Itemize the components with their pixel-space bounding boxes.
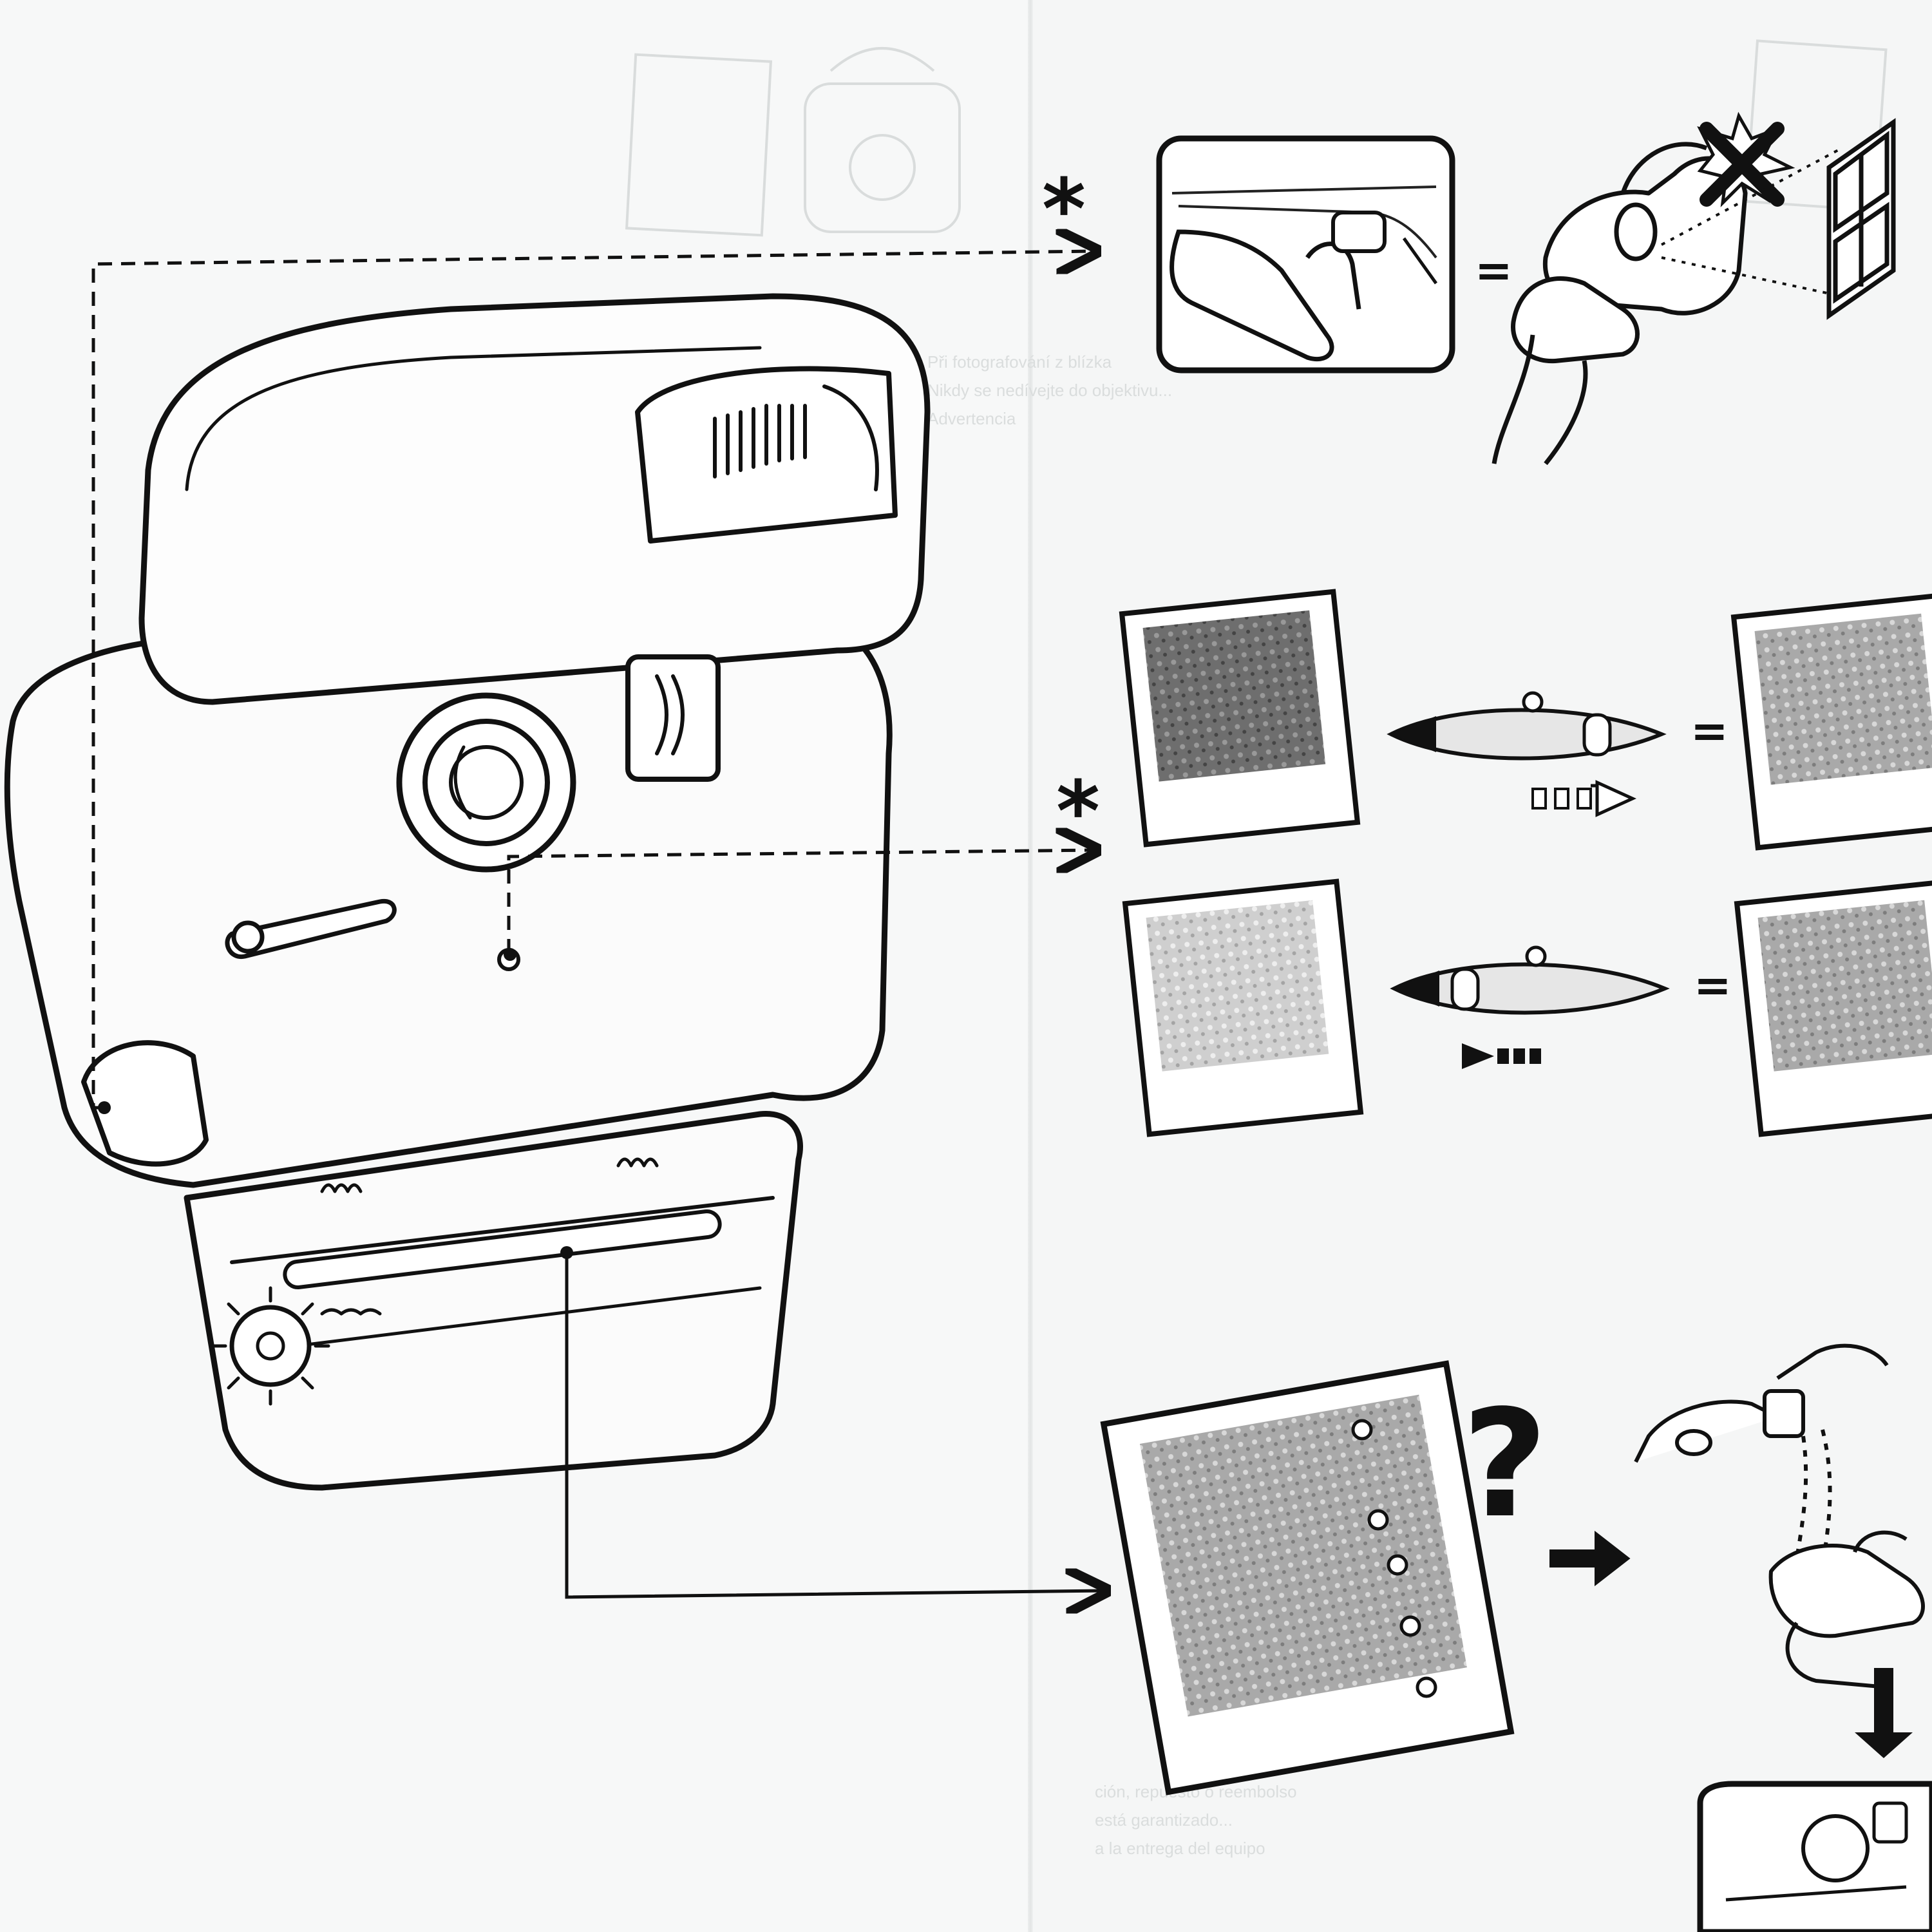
flash-blocked-icon [1697, 111, 1795, 207]
camera-open-inset [1697, 1781, 1932, 1932]
equals-sign-flash: = [1475, 244, 1513, 297]
camera-line-art [4, 293, 931, 1491]
faucet-icon [1634, 1343, 1889, 1566]
leader-dot-shutter [504, 948, 516, 961]
asterisk-note-top: * [1042, 160, 1086, 258]
hands-icon [1768, 1530, 1925, 1689]
asterisk-note-middle: * [1056, 762, 1100, 860]
exposure-dial-lighten [1387, 691, 1667, 817]
equals-sign-darken: = [1694, 959, 1732, 1012]
photo-after-lighten [1730, 592, 1932, 851]
window-icon [1826, 118, 1896, 320]
right-arrow-icon [1549, 1530, 1631, 1587]
leader-dot-door [560, 1246, 573, 1259]
photo-with-spots [1100, 1360, 1515, 1795]
light-rays [1661, 147, 1842, 298]
question-mark: ? [1462, 1379, 1548, 1551]
photo-before-lighten [1119, 589, 1361, 848]
page-fold [1028, 0, 1033, 1932]
exposure-dial-darken [1390, 945, 1670, 1069]
photo-after-darken [1734, 878, 1932, 1137]
ghost-drawing [625, 39, 1888, 237]
equals-sign-lighten: = [1690, 705, 1728, 757]
photo-before-darken [1122, 878, 1364, 1137]
down-arrow-icon [1855, 1668, 1913, 1758]
ghost-text-left: Při fotografování z blízka Nikdy se nedí… [927, 352, 1173, 428]
leader-dot-grip [98, 1101, 111, 1114]
finger-blocking-inset [1156, 135, 1455, 374]
